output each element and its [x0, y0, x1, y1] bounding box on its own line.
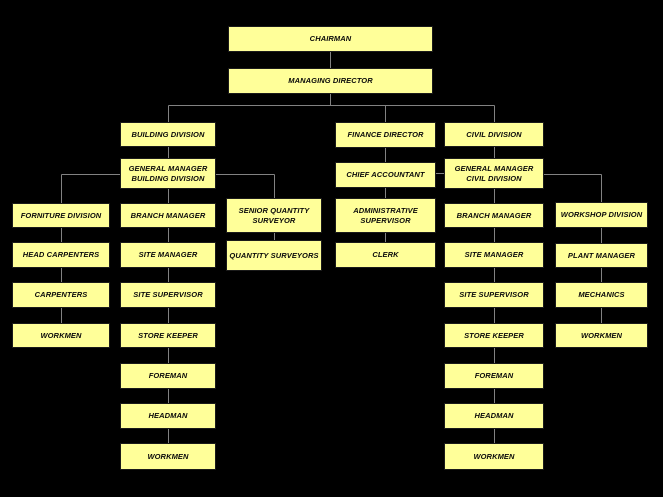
org-node-foreman-building: FOREMAN — [120, 363, 216, 389]
org-node-label: SITE SUPERVISOR — [133, 290, 203, 299]
org-node-label: CIVIL DIVISION — [466, 129, 522, 139]
org-node-label: QUANTITY SURVEYORS — [229, 250, 319, 260]
org-node-plant-manager: PLANT MANAGER — [555, 243, 648, 268]
org-node-label: BRANCH MANAGER — [456, 210, 532, 220]
org-node-chairman: CHAIRMAN — [228, 26, 433, 52]
org-node-carpenters: CARPENTERS — [12, 282, 110, 308]
org-node-label: FORNITURE DIVISION — [20, 210, 102, 220]
org-node-site-supervisor-building: SITE SUPERVISOR — [120, 282, 216, 308]
org-node-label: WORKMEN — [473, 451, 515, 461]
org-node-label: SITE SUPERVISOR — [459, 290, 529, 299]
org-node-workmen-building: WORKMEN — [120, 443, 216, 470]
org-node-label: GENERAL MANAGER CIVIL DIVISION — [454, 163, 534, 183]
org-node-building-division: BUILDING DIVISION — [120, 122, 216, 147]
org-node-finance-director: FINANCE DIRECTOR — [335, 122, 436, 148]
org-node-clerk: CLERK — [335, 242, 436, 268]
org-node-branch-manager-civil: BRANCH MANAGER — [444, 203, 544, 228]
org-node-label: SITE MANAGER — [464, 250, 524, 259]
org-node-store-keeper-building: STORE KEEPER — [120, 323, 216, 348]
org-node-workmen-forniture: WORKMEN — [12, 323, 110, 348]
org-node-label: CLERK — [372, 250, 399, 259]
org-node-chief-accountant: CHIEF ACCOUNTANT — [335, 162, 436, 188]
org-node-workmen-workshop: WORKMEN — [555, 323, 648, 348]
org-node-label: ADMINISTRATIVE SUPERVISOR — [353, 205, 418, 225]
org-node-label: BUILDING DIVISION — [131, 129, 205, 139]
org-node-label: PLANT MANAGER — [567, 250, 636, 260]
org-node-label: WORKMEN — [40, 330, 82, 340]
org-node-site-supervisor-civil: SITE SUPERVISOR — [444, 282, 544, 308]
org-node-label: BRANCH MANAGER — [130, 210, 206, 220]
org-node-label: CHAIRMAN — [309, 34, 352, 43]
org-node-label: WORKMEN — [580, 330, 623, 340]
org-node-senior-quantity-surveyor: SENIOR QUANTITY SURVEYOR — [226, 198, 322, 233]
org-node-quantity-surveyors: QUANTITY SURVEYORS — [226, 240, 322, 271]
org-node-label: WORKMEN — [147, 451, 189, 461]
org-node-label: FINANCE DIRECTOR — [347, 130, 424, 139]
org-node-headman-building: HEADMAN — [120, 403, 216, 429]
org-node-label: HEADMAN — [474, 411, 514, 420]
org-node-headman-civil: HEADMAN — [444, 403, 544, 429]
org-node-general-manager-civil-division: GENERAL MANAGER CIVIL DIVISION — [444, 158, 544, 189]
org-node-label: FOREMAN — [474, 371, 514, 380]
org-node-label: STORE KEEPER — [464, 330, 524, 340]
org-node-label: MANAGING DIRECTOR — [288, 76, 373, 85]
org-node-label: CHIEF ACCOUNTANT — [346, 170, 425, 179]
org-node-civil-division: CIVIL DIVISION — [444, 122, 544, 147]
org-node-site-manager-civil: SITE MANAGER — [444, 242, 544, 268]
org-node-label: SITE MANAGER — [138, 250, 198, 259]
org-node-mechanics: MECHANICS — [555, 282, 648, 308]
org-node-label: WORKSHOP DIVISION — [560, 210, 643, 219]
org-node-label: STORE KEEPER — [138, 330, 198, 340]
org-node-managing-director: MANAGING DIRECTOR — [228, 68, 433, 94]
org-node-label: HEAD CARPENTERS — [22, 250, 100, 259]
org-node-label: FOREMAN — [148, 371, 188, 380]
org-node-head-carpenters: HEAD CARPENTERS — [12, 242, 110, 268]
org-node-administrative-supervisor: ADMINISTRATIVE SUPERVISOR — [335, 198, 436, 233]
org-node-site-manager-building: SITE MANAGER — [120, 242, 216, 268]
org-node-forniture-division: FORNITURE DIVISION — [12, 203, 110, 228]
org-node-foreman-civil: FOREMAN — [444, 363, 544, 389]
org-node-label: MECHANICS — [578, 290, 625, 299]
org-node-label: CARPENTERS — [34, 290, 88, 299]
org-node-general-manager-building-division: GENERAL MANAGER BUILDING DIVISION — [120, 158, 216, 189]
org-node-workshop-division: WORKSHOP DIVISION — [555, 202, 648, 228]
org-node-label: SENIOR QUANTITY SURVEYOR — [238, 205, 310, 225]
org-node-branch-manager-building: BRANCH MANAGER — [120, 203, 216, 228]
org-node-label: GENERAL MANAGER BUILDING DIVISION — [128, 163, 208, 183]
org-node-workmen-civil: WORKMEN — [444, 443, 544, 470]
org-node-label: HEADMAN — [148, 411, 188, 420]
org-node-store-keeper-civil: STORE KEEPER — [444, 323, 544, 348]
